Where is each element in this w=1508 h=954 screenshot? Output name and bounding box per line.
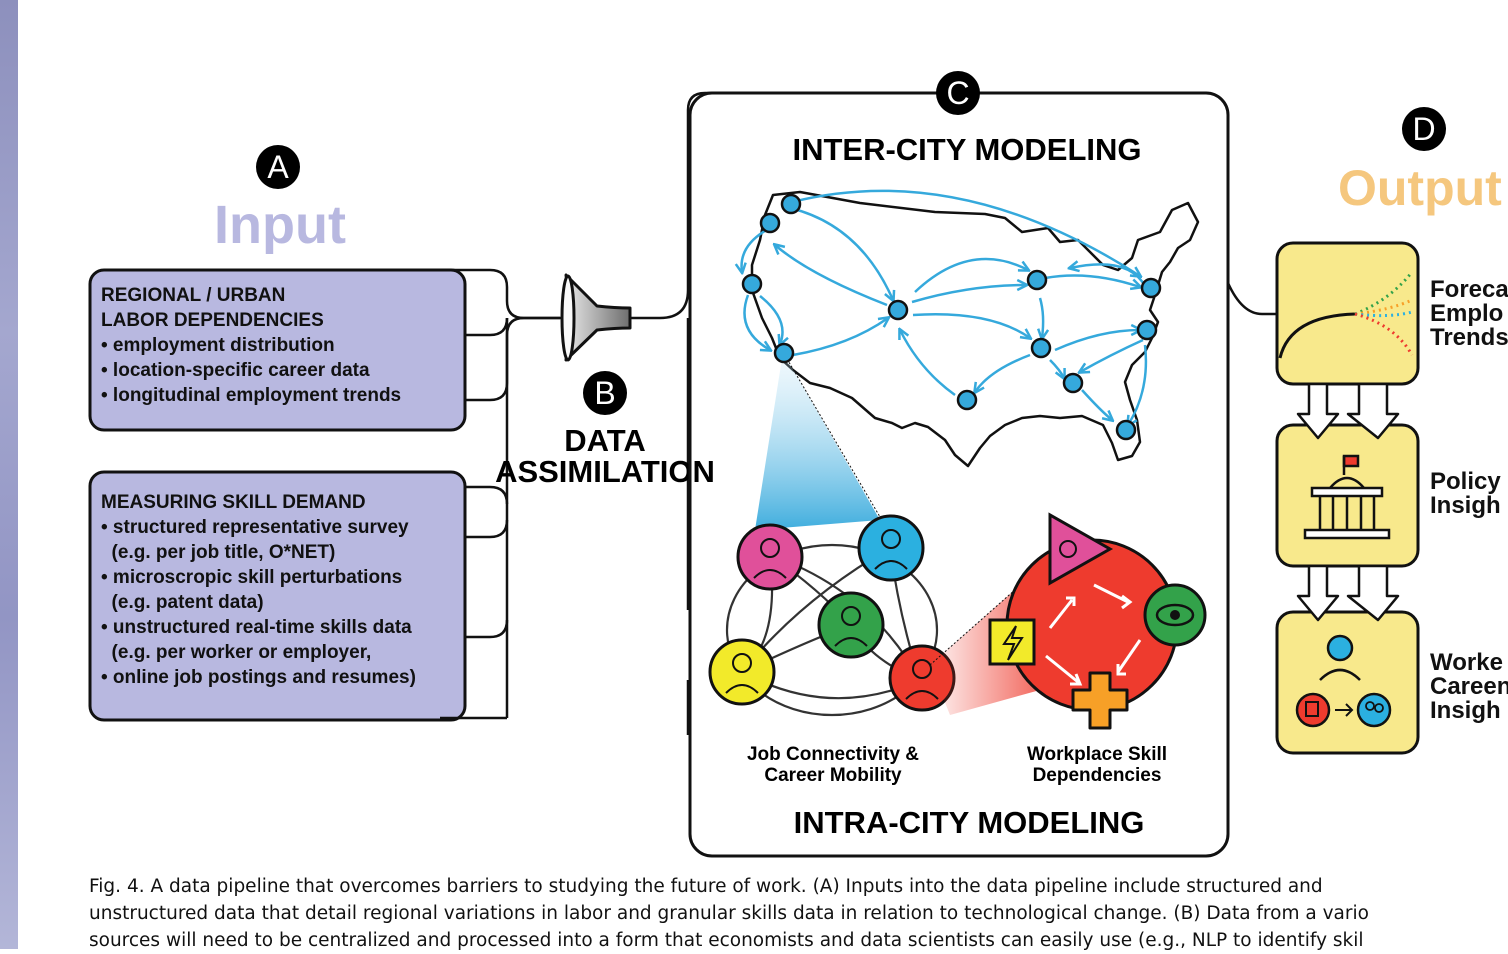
skill-line: (e.g. per worker or employer, xyxy=(101,642,372,663)
workplace-skill-label-line2: Dependencies xyxy=(1033,765,1162,786)
badge-a: A xyxy=(256,145,300,189)
page-edge-strip xyxy=(0,0,18,949)
us-map-outline xyxy=(750,190,1200,468)
labor-dependencies-box xyxy=(88,268,467,432)
svg-text:B: B xyxy=(594,375,615,411)
output-flow-arrows xyxy=(1296,382,1400,622)
data-assimilation-title-line2: ASSIMILATION xyxy=(495,454,715,489)
svg-text:A: A xyxy=(267,149,289,185)
skill-line: • online job postings and resumes) xyxy=(101,667,416,688)
job-connectivity-label-line1: Job Connectivity & xyxy=(747,744,919,765)
job-connectivity-label-line2: Career Mobility xyxy=(764,765,902,786)
input-title: Input xyxy=(214,195,346,255)
labor-dependencies-text: REGIONAL / URBAN LABOR DEPENDENCIES • em… xyxy=(101,283,401,408)
policy-label-line2: Insigh xyxy=(1430,492,1501,518)
eye-icon xyxy=(1143,583,1207,647)
speaking-icon xyxy=(1048,512,1114,586)
person-glyphs xyxy=(725,529,939,700)
trend-chart-icon xyxy=(1278,271,1414,359)
svg-text:D: D xyxy=(1412,111,1435,147)
output-title: Output xyxy=(1338,160,1502,216)
labor-item: • employment distribution xyxy=(101,335,335,356)
forecast-label-line3: Trends xyxy=(1430,324,1508,350)
caption-line1: Fig. 4. A data pipeline that overcomes b… xyxy=(89,876,1323,897)
skill-line: • microscropic skill perturbations xyxy=(101,567,403,588)
workplace-skill-label-line1: Workplace Skill xyxy=(1027,744,1167,765)
worker-label-line2: Careen xyxy=(1430,673,1508,700)
forecast-label: Foreca Emplo Trends xyxy=(1430,278,1508,350)
zoom-beam-blue xyxy=(755,352,880,530)
worker-label: Worke Careen Insigh xyxy=(1430,651,1508,723)
forecast-label-line2: Emplo xyxy=(1430,300,1504,327)
labor-item: • longitudinal employment trends xyxy=(101,385,402,406)
badge-c: C xyxy=(936,71,980,115)
figure-caption: Fig. 4. A data pipeline that overcomes b… xyxy=(89,873,1508,954)
caption-line3: sources will need to be centralized and … xyxy=(89,930,1364,951)
badge-d: D xyxy=(1402,107,1446,151)
inter-city-flow-arrows xyxy=(742,189,1148,425)
svg-text:C: C xyxy=(946,75,969,111)
capitol-building-icon xyxy=(1303,454,1391,540)
skill-heading: MEASURING SKILL DEMAND xyxy=(101,492,366,513)
worker-label-line1: Worke xyxy=(1430,651,1503,676)
funnel-icon xyxy=(560,273,632,362)
worker-label-line3: Insigh xyxy=(1430,697,1501,723)
cycle-arrows-icon xyxy=(1045,583,1142,686)
intra-city-title: INTRA-CITY MODELING xyxy=(794,805,1145,840)
badge-b: B xyxy=(583,371,627,415)
forecast-label-line1: Foreca xyxy=(1430,278,1508,303)
input-connectors xyxy=(440,91,935,735)
worker-box xyxy=(1275,610,1420,755)
skill-line: (e.g. per job title, O*NET) xyxy=(101,542,336,563)
lightning-icon xyxy=(988,618,1036,666)
inter-city-title: INTER-CITY MODELING xyxy=(792,132,1141,167)
skill-demand-text: MEASURING SKILL DEMAND • structured repr… xyxy=(101,490,416,690)
labor-heading-line1: REGIONAL / URBAN xyxy=(101,285,286,306)
skill-line: • unstructured real-time skills data xyxy=(101,617,412,638)
data-assimilation-title-line1: DATA xyxy=(564,423,646,458)
policy-label-line1: Policy xyxy=(1430,470,1501,495)
labor-heading-line2: LABOR DEPENDENCIES xyxy=(101,310,324,331)
worker-career-icon xyxy=(1295,634,1392,728)
skill-demand-box xyxy=(88,470,467,722)
skill-dependency-cluster xyxy=(988,512,1207,730)
skill-line: (e.g. patent data) xyxy=(101,592,264,613)
plus-icon xyxy=(1071,671,1129,730)
city-nodes xyxy=(741,193,1162,441)
output-connector xyxy=(1226,282,1278,316)
policy-label: Policy Insigh xyxy=(1430,470,1508,518)
skill-line: • structured representative survey xyxy=(101,517,409,538)
caption-line2: unstructured data that detail regional v… xyxy=(89,903,1369,924)
labor-item: • location-specific career data xyxy=(101,360,370,381)
